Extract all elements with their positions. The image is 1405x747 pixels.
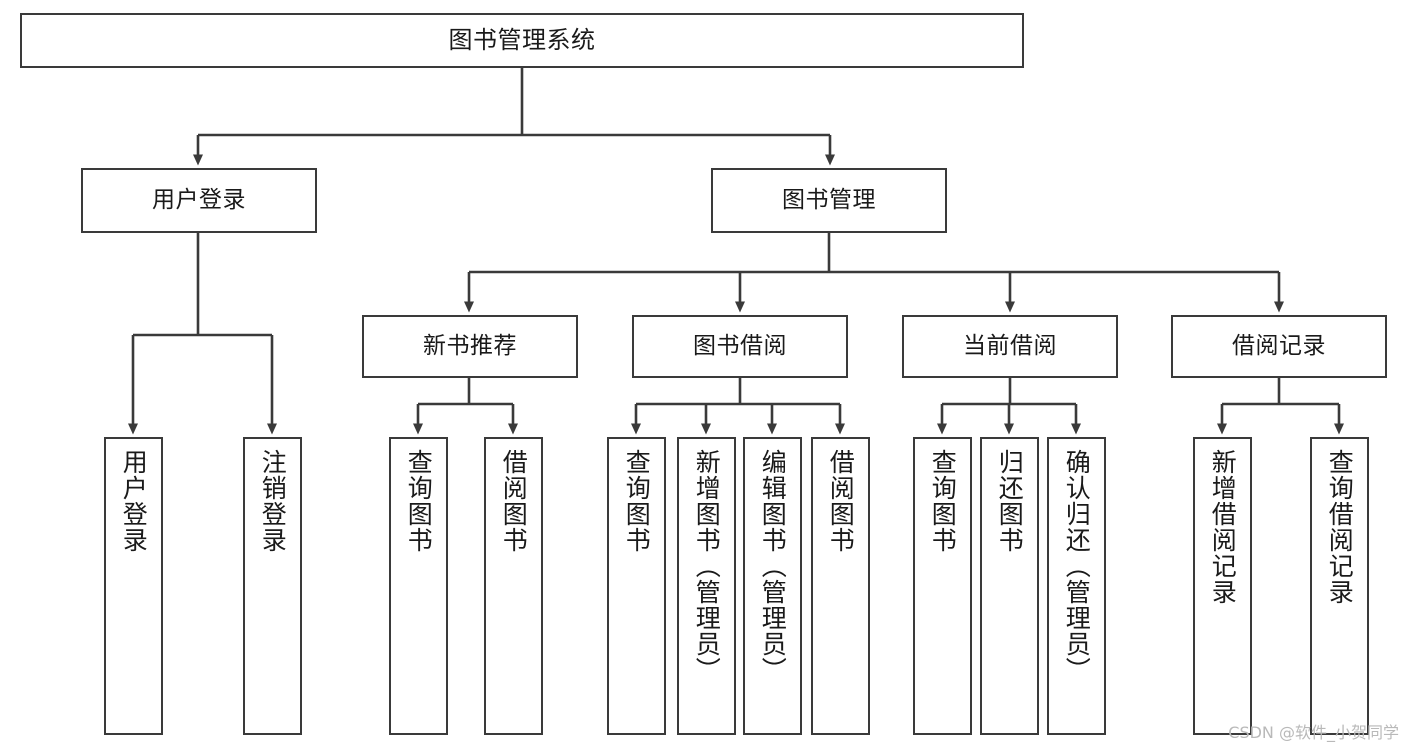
node-book-management[interactable]: 图书管理 xyxy=(711,168,947,233)
leaf-book-borrow-add[interactable]: 新增图书（管理员） xyxy=(677,437,736,735)
node-label: 借阅图书 xyxy=(826,449,856,553)
leaf-book-borrow-borrow[interactable]: 借阅图书 xyxy=(811,437,870,735)
node-new-book-recommend[interactable]: 新书推荐 xyxy=(362,315,578,378)
leaf-user-login-login[interactable]: 用户登录 xyxy=(104,437,163,735)
node-label: 编辑图书（管理员） xyxy=(758,449,788,683)
node-label: 新增借阅记录 xyxy=(1208,449,1238,605)
leaf-borrow-record-add[interactable]: 新增借阅记录 xyxy=(1193,437,1252,735)
node-label: 查询图书 xyxy=(928,449,958,553)
watermark: CSDN @软件_小贺同学 xyxy=(1228,723,1399,742)
node-label: 查询借阅记录 xyxy=(1325,449,1355,605)
node-label: 注销登录 xyxy=(258,449,288,553)
node-label: 新增图书（管理员） xyxy=(692,449,722,683)
node-root[interactable]: 图书管理系统 xyxy=(20,13,1024,68)
node-book-borrow[interactable]: 图书借阅 xyxy=(632,315,848,378)
leaf-book-borrow-query[interactable]: 查询图书 xyxy=(607,437,666,735)
leaf-user-login-logout[interactable]: 注销登录 xyxy=(243,437,302,735)
node-label: 当前借阅 xyxy=(963,332,1057,359)
leaf-new-book-borrow[interactable]: 借阅图书 xyxy=(484,437,543,735)
node-label: 图书管理 xyxy=(782,186,876,213)
node-label: 查询图书 xyxy=(404,449,434,553)
node-label: 归还图书 xyxy=(995,449,1025,553)
node-current-borrow[interactable]: 当前借阅 xyxy=(902,315,1118,378)
node-borrow-record[interactable]: 借阅记录 xyxy=(1171,315,1387,378)
node-user-login[interactable]: 用户登录 xyxy=(81,168,317,233)
node-label: 图书借阅 xyxy=(693,332,787,359)
node-label: 借阅记录 xyxy=(1232,332,1326,359)
leaf-book-borrow-edit[interactable]: 编辑图书（管理员） xyxy=(743,437,802,735)
node-label: 确认归还（管理员） xyxy=(1062,449,1092,683)
node-label: 图书管理系统 xyxy=(448,26,596,55)
leaf-current-borrow-confirm[interactable]: 确认归还（管理员） xyxy=(1047,437,1106,735)
node-label: 查询图书 xyxy=(622,449,652,553)
node-label: 用户登录 xyxy=(152,186,246,213)
node-label: 新书推荐 xyxy=(423,332,517,359)
node-label: 用户登录 xyxy=(119,449,149,553)
leaf-new-book-query[interactable]: 查询图书 xyxy=(389,437,448,735)
leaf-current-borrow-query[interactable]: 查询图书 xyxy=(913,437,972,735)
leaf-borrow-record-query[interactable]: 查询借阅记录 xyxy=(1310,437,1369,735)
leaf-current-borrow-return[interactable]: 归还图书 xyxy=(980,437,1039,735)
node-label: 借阅图书 xyxy=(499,449,529,553)
